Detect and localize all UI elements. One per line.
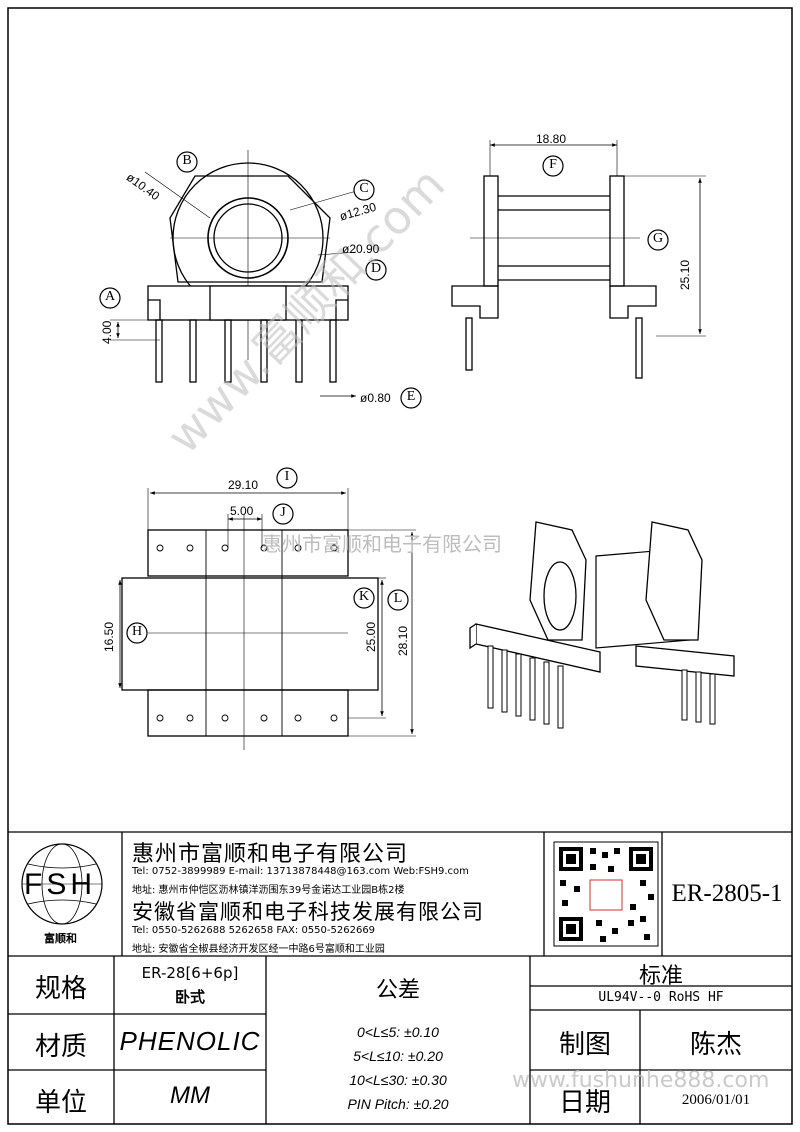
callout-j: J — [280, 505, 286, 520]
sheet-border — [7, 7, 793, 1125]
dim-f: 18.80 — [536, 132, 567, 146]
callout-l: L — [393, 591, 403, 606]
tolerance-label: 公差 — [375, 978, 420, 1003]
material-value: PHENOLIC — [119, 1026, 261, 1056]
callout-i: I — [284, 469, 290, 484]
qr-code — [553, 841, 659, 947]
front-pins — [155, 319, 337, 383]
company2-contact: Tel: 0550-5262688 5262658 FAX: 0550-5262… — [132, 925, 376, 936]
company1-address: 地址: 惠州市仲恺区沥林镇洋沥围东39号金诺达工业园B栋2楼 — [132, 885, 405, 896]
callout-c: C — [359, 181, 369, 196]
unit-value: MM — [170, 1082, 210, 1109]
dim-e: ø0.80 — [360, 391, 391, 405]
drawn-value: 陈杰 — [689, 1030, 742, 1060]
spec-value-1: ER-28[6+6p] — [141, 964, 239, 982]
callout-k: K — [358, 589, 370, 604]
logo-caption: 富顺和 — [44, 932, 77, 945]
title-block-grid — [8, 831, 792, 1124]
dim-h: 16.50 — [102, 621, 116, 652]
dim-l: 28.10 — [396, 625, 410, 656]
company1-contact: Tel: 0752-3899989 E-mail: 13713878448@16… — [132, 866, 469, 877]
company1-name: 惠州市富顺和电子有限公司 — [132, 842, 409, 867]
dim-i: 29.10 — [228, 478, 259, 492]
watermark-center: 惠州市富顺和电子有限公司 — [262, 532, 502, 556]
spec-value-2: 卧式 — [174, 988, 205, 1006]
dim-a: 4.00 — [100, 320, 114, 344]
callout-f: F — [549, 157, 557, 172]
company2-name: 安徽省富顺和电子科技发展有限公司 — [132, 900, 484, 924]
callout-h: H — [131, 624, 143, 639]
date-label: 日期 — [558, 1088, 611, 1118]
drawn-label: 制图 — [558, 1030, 611, 1060]
isometric-view — [469, 521, 735, 729]
front-view — [110, 150, 361, 398]
date-value: 2006/01/01 — [681, 1092, 751, 1108]
callout-e: E — [406, 389, 416, 404]
callout-g: G — [652, 231, 664, 246]
dim-j: 5.00 — [230, 504, 254, 518]
bottom-view — [118, 488, 416, 750]
tolerance-line-2: 5<L≤10: ±0.20 — [353, 1048, 443, 1064]
material-label: 材质 — [34, 1032, 87, 1062]
tolerance-line-3: 10<L≤30: ±0.30 — [349, 1072, 447, 1088]
callout-a: A — [104, 289, 116, 304]
tolerance-line-4: PIN Pitch: ±0.20 — [347, 1096, 449, 1112]
side-view — [451, 140, 706, 379]
pin-holes — [156, 544, 338, 722]
unit-label: 单位 — [34, 1088, 87, 1118]
company2-address: 地址: 安徽省全椒县经济开发区经一中路6号富顺和工业园 — [132, 944, 385, 955]
callout-b: B — [182, 153, 192, 168]
dim-d: ø20.90 — [342, 242, 380, 256]
watermark-footer: www.fushunhe888.com — [512, 1068, 770, 1093]
dim-k: 25.00 — [364, 621, 378, 652]
tolerance-line-1: 0<L≤5: ±0.10 — [357, 1024, 439, 1040]
fsh-logo — [21, 843, 103, 925]
dim-g: 25.10 — [678, 259, 692, 290]
callout-d: D — [370, 261, 382, 276]
standard-value: UL94V--0 RoHS HF — [598, 990, 724, 1005]
standard-label: 标准 — [638, 964, 683, 989]
part-number: ER-2805-1 — [671, 880, 783, 907]
callout-circles — [99, 151, 669, 644]
logo-text: FSH — [24, 868, 96, 901]
spec-label: 规格 — [34, 974, 87, 1004]
